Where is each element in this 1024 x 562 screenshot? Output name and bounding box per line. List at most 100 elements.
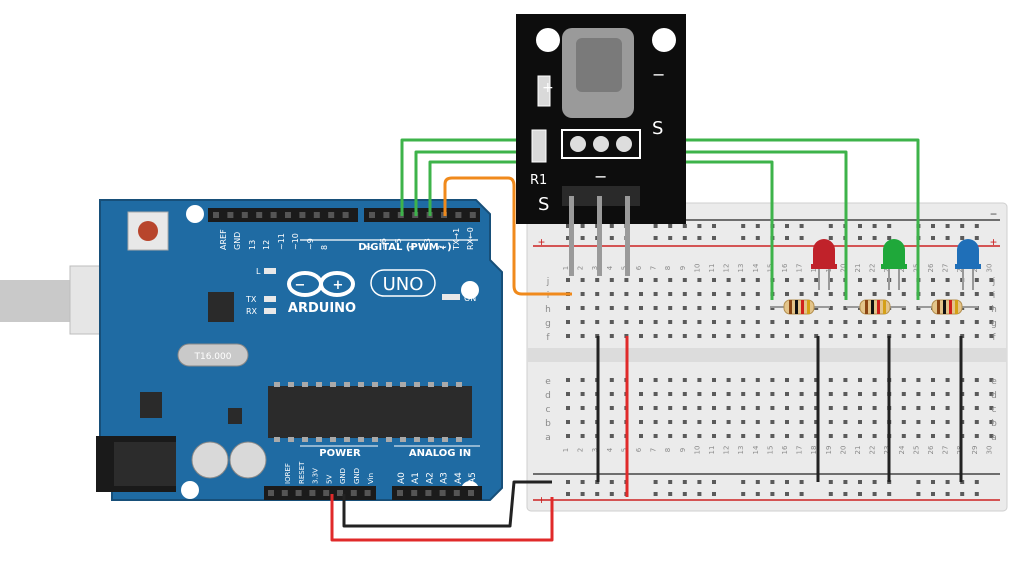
row-letter: b <box>545 419 551 429</box>
digital-pin-label: ~3 <box>423 238 432 250</box>
svg-text:−: − <box>295 278 306 293</box>
row-letter: c <box>992 405 997 415</box>
rail-plus-label: + <box>538 235 545 249</box>
column-number: 3 <box>591 448 599 452</box>
row-letter: b <box>991 419 997 429</box>
column-number: 5 <box>620 448 628 452</box>
usb-chip <box>208 292 234 322</box>
resistor <box>918 299 978 315</box>
column-number: 2 <box>577 448 585 452</box>
arduino-logo: − + <box>287 271 355 297</box>
column-number: 25 <box>912 264 920 273</box>
digital-header-title: DIGITAL (PWM~) <box>358 242 451 253</box>
led-tx <box>264 296 276 302</box>
column-number: 11 <box>708 264 716 273</box>
column-number: 29 <box>971 446 979 455</box>
column-number: 12 <box>723 446 731 455</box>
rail-plus-label-bottom: + <box>538 493 545 507</box>
column-number: 16 <box>781 263 789 272</box>
column-number: 11 <box>708 446 716 455</box>
digital-pin-label: ~5 <box>394 238 403 250</box>
mount-hole <box>181 481 199 499</box>
r1-label: R1 <box>530 173 547 188</box>
plus-label: + <box>542 80 554 96</box>
column-number: 6 <box>635 447 643 452</box>
row-letter: e <box>991 377 997 387</box>
column-number: 7 <box>650 448 658 452</box>
digital-pin-label: AREF <box>219 229 228 250</box>
analog-pin-label: A1 <box>411 472 421 484</box>
column-number: 9 <box>679 266 687 270</box>
row-letter: e <box>545 377 551 387</box>
power-pin-label: IOREF <box>284 463 292 484</box>
capacitor <box>191 441 229 479</box>
column-number: 25 <box>912 446 920 455</box>
column-number: 23 <box>883 446 891 455</box>
green-led <box>881 239 907 290</box>
row-letter: d <box>545 391 551 401</box>
wire-gnd-black <box>342 480 552 528</box>
column-number: 6 <box>635 265 643 270</box>
led-on-label: ON <box>464 294 476 303</box>
led-l <box>264 268 276 274</box>
column-number: 24 <box>898 445 906 454</box>
mount-hole <box>536 28 560 52</box>
column-number: 17 <box>796 446 804 455</box>
column-number: 4 <box>606 447 614 452</box>
ir-led-component <box>537 75 551 107</box>
capacitor <box>229 441 267 479</box>
column-number: 30 <box>985 446 993 455</box>
row-letter: g <box>545 319 551 329</box>
column-number: 14 <box>752 263 760 272</box>
red-led <box>811 239 837 290</box>
atmega-chip <box>268 386 472 438</box>
row-letter: f <box>546 333 550 343</box>
column-number: 22 <box>869 446 877 455</box>
column-number: 15 <box>766 446 774 455</box>
digital-header-right <box>364 208 480 222</box>
s-label-top: S <box>652 118 663 139</box>
digital-pin-label: 4 <box>408 245 417 250</box>
column-number: 2 <box>577 266 585 270</box>
digital-pin-label: RX←0 <box>466 227 475 250</box>
column-number: 26 <box>927 445 935 454</box>
resistor <box>846 299 906 315</box>
column-number: 21 <box>854 446 862 455</box>
column-number: 16 <box>781 445 789 454</box>
column-number: 13 <box>737 446 745 455</box>
mount-hole <box>652 28 676 52</box>
row-letter: a <box>545 433 551 443</box>
power-pin-label: 3.3V <box>312 468 320 484</box>
digital-header-left <box>208 208 358 222</box>
digital-pin-label: 7 <box>365 245 374 250</box>
column-number: 8 <box>664 448 672 452</box>
column-number: 8 <box>664 266 672 270</box>
column-number: 12 <box>723 264 731 273</box>
resistor <box>770 299 830 315</box>
column-number: 27 <box>942 446 950 455</box>
pin-minus-label: − <box>594 167 607 186</box>
row-letter: h <box>545 305 551 315</box>
crystal-label: T16.000 <box>194 352 232 362</box>
row-letter: i <box>993 291 996 301</box>
rail-minus-label: − <box>538 467 545 481</box>
small-chip <box>228 408 242 424</box>
rail-plus-label-right: + <box>990 235 997 249</box>
r1-resistor <box>531 129 547 163</box>
column-number: 10 <box>693 446 701 455</box>
column-number: 7 <box>650 266 658 270</box>
column-number: 30 <box>985 264 993 273</box>
reset-button-cap[interactable] <box>138 221 158 241</box>
digital-pin-label: 2 <box>437 245 446 250</box>
row-letter: c <box>546 405 551 415</box>
wire-pin4-green <box>414 150 848 300</box>
digital-pin-label: ~6 <box>379 238 388 250</box>
column-number: 20 <box>839 264 847 273</box>
digital-pin-label: ~11 <box>277 233 286 250</box>
column-number: 27 <box>942 264 950 273</box>
row-letter: a <box>991 433 997 443</box>
column-number: 17 <box>796 264 804 273</box>
column-number: 1 <box>562 448 570 452</box>
led-rx <box>264 308 276 314</box>
